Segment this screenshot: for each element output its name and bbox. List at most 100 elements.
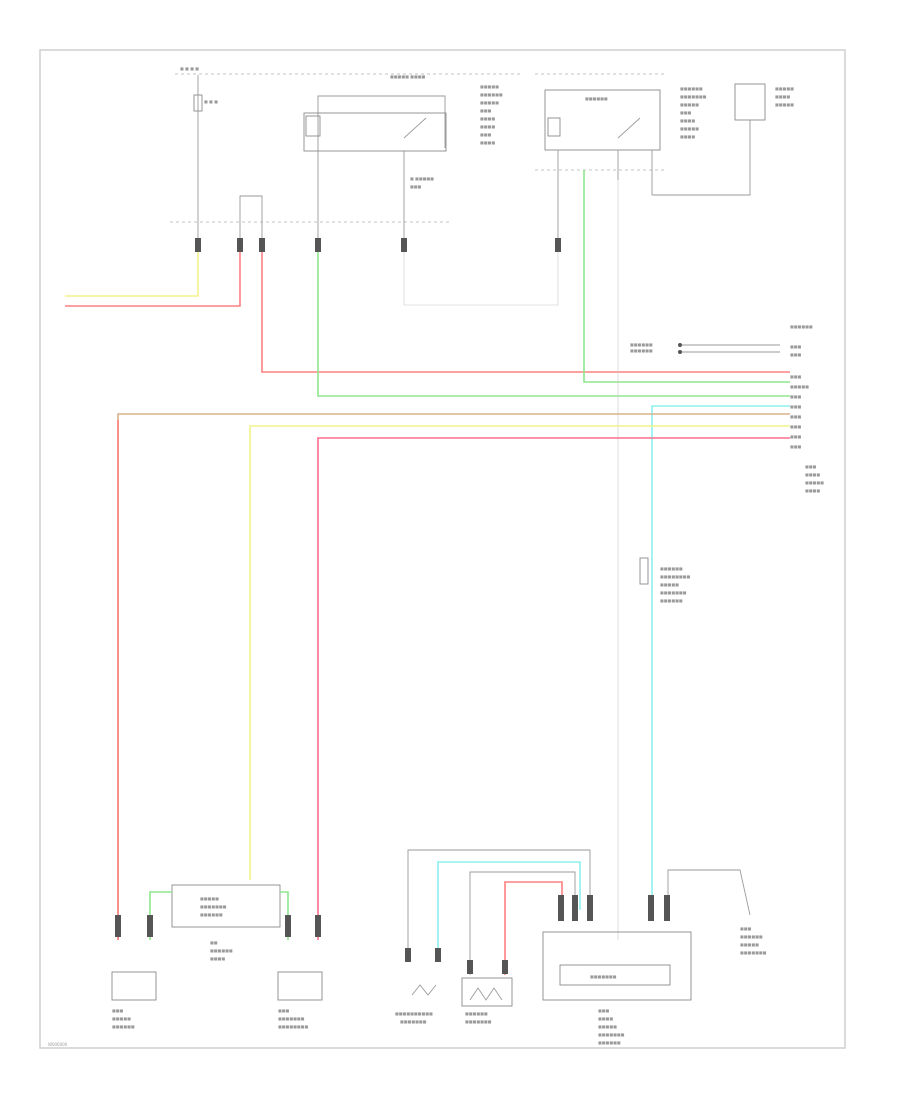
relay-box-right: ■■■■■■ ■■■■■■■ ■■■■■ ■■■ ■■■■ ■■■■■ ■■■■… [544,83,794,240]
wire-red-bus [261,240,790,373]
svg-text:■■■: ■■■ [790,344,802,349]
svg-text:■■■■■■: ■■■■■■ [210,948,233,953]
connector-right-labels: ■■■■■■ ■■■■■■ ■■■ ■■■ ■■■ ■■■■■ ■■■ ■■■ … [630,324,824,493]
control-module-right: ■■■■■■■ ■■■ ■■■■ ■■■■■ ■■■■■■■ ■■■■■■ [542,931,692,1045]
svg-text:■■■■■■■: ■■■■■■■ [200,904,227,909]
svg-text:■■■■■: ■■■■■ [775,102,794,107]
resistor-component: ■■■■■■ ■■■■■■■■ ■■■■■ ■■■■■■■ ■■■■■■ [639,557,690,603]
svg-text:■ ■ ■: ■ ■ ■ [204,99,218,104]
svg-text:■■■■: ■■■■ [680,118,695,123]
svg-text:■■■■■■: ■■■■■■ [790,324,813,329]
svg-text:■■■: ■■■ [790,434,802,439]
svg-text:■■■■: ■■■■ [805,472,820,477]
svg-text:■■■: ■■■ [790,374,802,379]
svg-text:■■■■■■: ■■■■■■ [660,566,683,571]
svg-text:■■■: ■■■ [790,352,802,357]
svg-text:■■■: ■■■ [790,424,802,429]
svg-text:■■■■■: ■■■■■ [680,126,699,131]
svg-text:■■■: ■■■ [790,444,802,449]
svg-text:■■■: ■■■ [680,110,692,115]
svg-text:■■■■■■: ■■■■■■ [630,348,653,353]
signal-loop [403,250,559,306]
svg-text:■■■■■■■: ■■■■■■■ [465,1019,492,1024]
svg-text:■■■■: ■■■■ [598,1016,613,1021]
svg-text:■■■: ■■■ [410,184,422,189]
svg-text:■■■■■■: ■■■■■■ [598,1040,621,1045]
svg-text:■■■■■: ■■■■■ [805,480,824,485]
svg-text:■■■: ■■■ [112,1008,124,1013]
sensor-far-right: ■■■ ■■■■■■ ■■■■■ ■■■■■■■ [740,926,767,955]
jumper-loop [239,195,263,240]
svg-text:■■■■■■: ■■■■■■ [680,86,703,91]
diagram-frame [39,49,846,1049]
wire-cyan-down [651,405,790,905]
svg-text:■■■: ■■■ [740,926,752,931]
svg-text:■■■■■: ■■■■■ [480,100,499,105]
svg-text:■■■■■: ■■■■■ [790,384,809,389]
wire-gray-module-right [667,869,751,916]
svg-text:■■■■: ■■■■ [805,488,820,493]
svg-text:■■■■: ■■■■ [480,116,495,121]
svg-text:■■■: ■■■ [598,1008,610,1013]
wire-red-out [65,240,241,307]
svg-text:■■■■■■: ■■■■■■ [630,342,653,347]
svg-text:■■■■■■: ■■■■■■ [465,1011,488,1016]
svg-text:■■■: ■■■ [805,464,817,469]
svg-text:■■■■: ■■■■ [680,134,695,139]
wire-cyan-loop [437,861,581,960]
svg-text:■■■■■: ■■■■■ [680,102,699,107]
wire-yellow-mid [249,425,790,880]
svg-text:■■■■■: ■■■■■ [598,1024,617,1029]
fuse-left: ■ ■ ■ ■ ■ ■ ■ [180,66,218,240]
svg-text:■■■■: ■■■■ [480,140,495,145]
svg-text:■■■: ■■■ [480,108,492,113]
svg-text:■■■■■■: ■■■■■■ [200,912,223,917]
wire-tan-left [117,413,790,940]
svg-text:■■■: ■■■ [480,132,492,137]
wire-gray-loop-a [407,849,591,960]
wire-pink-mid [317,437,790,940]
control-module-left: ■■■■■ ■■■■■■■ ■■■■■■ ■■ ■■■■■■ ■■■■ [149,884,289,961]
svg-text:■■■■■: ■■■■■ [200,896,219,901]
wire-green-bus [317,240,790,397]
svg-text:■■■: ■■■ [790,414,802,419]
svg-text:■■■■■■: ■■■■■■ [660,598,683,603]
sensor-right: ■■■ ■■■■■■■ ■■■■■■■■ [277,971,323,1029]
svg-text:■■■■■■■: ■■■■■■■ [740,950,767,955]
sensor-left: ■■■ ■■■■■ ■■■■■■ [111,971,157,1029]
connector-pins [115,238,670,974]
svg-text:■ ■■■■■: ■ ■■■■■ [410,176,434,181]
svg-text:■■■■■■: ■■■■■■ [585,96,608,101]
svg-text:■■■■■: ■■■■■ [775,86,794,91]
svg-text:■■■■■■■: ■■■■■■■ [680,94,707,99]
svg-text:■■■■■■: ■■■■■■ [740,934,763,939]
svg-text:■■■■■■■: ■■■■■■■ [660,590,687,595]
svg-text:■■■■■■■: ■■■■■■■ [400,1019,427,1024]
wire-gray-loop-b [469,871,576,975]
svg-text:■■■■■ ■■■■: ■■■■■ ■■■■ [390,74,426,79]
svg-text:■■■■■■: ■■■■■■ [112,1024,135,1029]
switch-right: ■■■■■■ ■■■■■■■ [461,977,513,1024]
svg-text:■■■■■■■■: ■■■■■■■■ [278,1024,308,1029]
wire-yellow-out [65,240,199,297]
svg-text:■■■: ■■■ [790,404,802,409]
svg-text:■■■■: ■■■■ [480,124,495,129]
svg-text:■■■■■■■■■■: ■■■■■■■■■■ [395,1011,433,1016]
svg-text:■■■■■■■: ■■■■■■■ [278,1016,305,1021]
switch-left: ■■■■■■■■■■ ■■■■■■■ [395,984,437,1024]
svg-text:■■■■■: ■■■■■ [740,942,759,947]
svg-text:■■■■■■: ■■■■■■ [480,92,503,97]
svg-text:■■■■■: ■■■■■ [112,1016,131,1021]
svg-text:■■■■■■■: ■■■■■■■ [590,974,617,979]
wire-green-right [583,170,790,383]
svg-text:■■■: ■■■ [790,394,802,399]
svg-text:■■■: ■■■ [278,1008,290,1013]
svg-text:■■■■■■■■: ■■■■■■■■ [660,574,690,579]
svg-text:■■■■■: ■■■■■ [660,582,679,587]
svg-text:■■■■■: ■■■■■ [480,84,499,89]
svg-text:■■■■: ■■■■ [210,956,225,961]
svg-text:■■■■: ■■■■ [775,94,790,99]
diagram-code: W000000 [48,1042,68,1047]
relay-box-center: ■■■■■ ■■■■■■ ■■■■■ ■■■ ■■■■ ■■■■ ■■■ ■■■… [303,74,503,240]
